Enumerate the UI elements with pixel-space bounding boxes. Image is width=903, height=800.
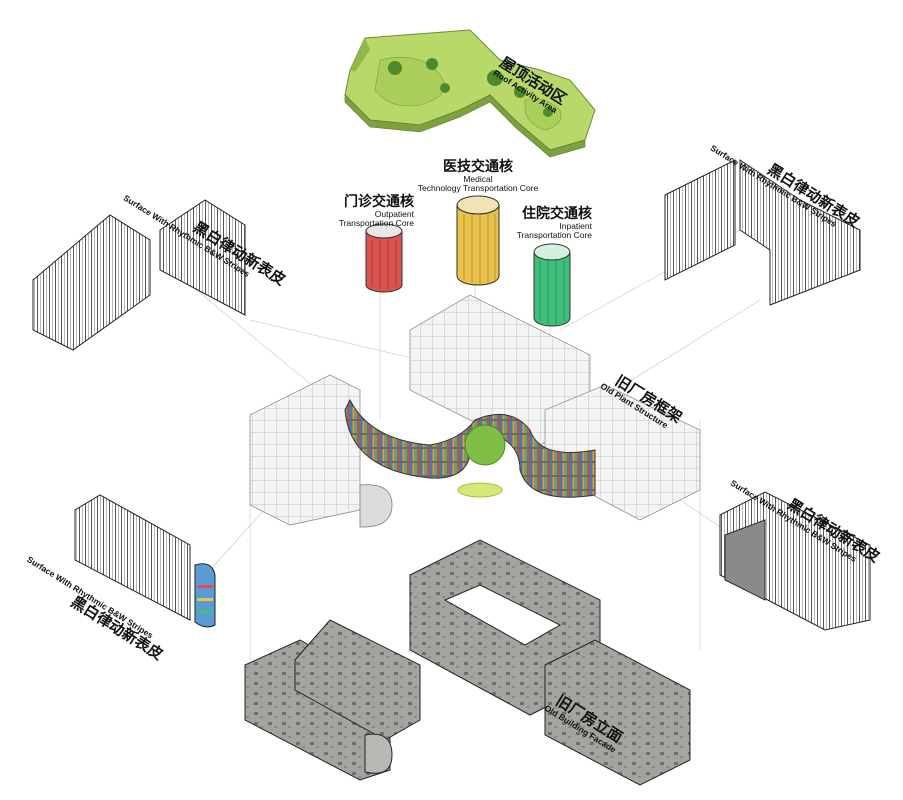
- outpatient-core: [365, 223, 403, 293]
- outpatient-core-label-en2: Transportation Core: [338, 217, 414, 228]
- outpatient-core-label-zh: 门诊交通核: [344, 194, 414, 210]
- inpatient-core-label-en2: Transportation Core: [516, 229, 592, 240]
- old-building-facade: [244, 539, 691, 786]
- curved-library-wall: [344, 398, 596, 498]
- outpatient-core-label-en1: Outpatient: [374, 208, 414, 219]
- skin-bottom-right: [719, 491, 871, 631]
- inpatient-core: [533, 243, 571, 327]
- inpatient-core-label: 住院交通核 Inpatient Transportation Core: [492, 207, 592, 240]
- medical-core-label-zh: 医技交通核: [443, 159, 513, 175]
- outpatient-core-label: 门诊交通核 Outpatient Transportation Core: [310, 195, 414, 228]
- skin-bottom-left: [74, 494, 216, 628]
- medical-core-label-en2: Technology Transportation Core: [417, 182, 539, 193]
- inpatient-core-label-zh: 住院交通核: [522, 206, 592, 222]
- medical-core: [456, 195, 500, 286]
- skin-top-right: [664, 159, 861, 306]
- roof-activity-area: [344, 29, 596, 158]
- inpatient-core-label-en1: Inpatient: [559, 220, 592, 231]
- skin-top-left: [32, 199, 246, 351]
- medical-core-label-en1: Medical: [463, 173, 493, 184]
- medical-core-label: 医技交通核 Medical Technology Transportation …: [388, 160, 568, 193]
